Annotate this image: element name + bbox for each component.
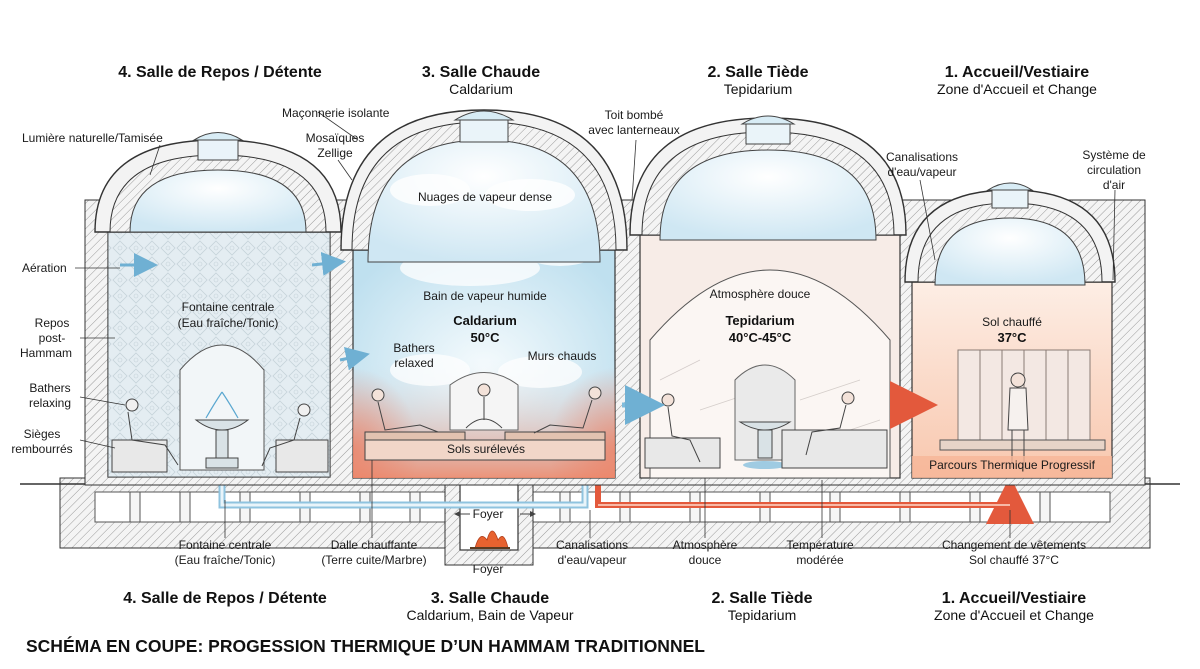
- top-header-room-3-subtitle: Caldarium: [449, 81, 513, 97]
- label-tepidarium-name: Tepidarium: [725, 313, 794, 328]
- label-systeme-1: Système de: [1082, 148, 1146, 162]
- label-mosaiques-2: Zellige: [317, 146, 353, 160]
- label-sol-chauffe: Sol chauffé: [982, 315, 1042, 329]
- label-dalle-2: (Terre cuite/Marbre): [321, 553, 426, 567]
- label-canalisations-bottom-1: Canalisations: [556, 538, 628, 552]
- label-canalisations-top-2: d'eau/vapeur: [887, 165, 956, 179]
- label-toit-2: avec lanterneaux: [588, 123, 679, 137]
- label-systeme-2: circulation: [1087, 163, 1141, 177]
- label-parcours: Parcours Thermique Progressif: [929, 458, 1096, 472]
- label-aeration: Aération: [22, 261, 67, 275]
- label-repos-3: Hammam: [20, 346, 72, 360]
- bottom-header-room-4-title: 4. Salle de Repos / Détente: [123, 590, 327, 607]
- bottom-header-room-1-subtitle: Zone d'Accueil et Change: [934, 607, 1094, 623]
- room-2-tepidarium: [622, 232, 900, 478]
- label-temperature-1: Température: [786, 538, 854, 552]
- label-bathers-relaxed-1: Bathers: [393, 341, 434, 355]
- label-dalle-1: Dalle chauffante: [331, 538, 418, 552]
- label-bathers-relaxing-1: Bathers: [29, 381, 70, 395]
- label-bathers-relaxing-2: relaxing: [29, 396, 71, 410]
- top-header-room-2-subtitle: Tepidarium: [724, 81, 792, 97]
- top-header-room-1-title: 1. Accueil/Vestiaire: [945, 64, 1089, 81]
- bottom-header-room-2-title: 2. Salle Tiède: [711, 590, 812, 607]
- label-toit-1: Toit bombé: [605, 108, 664, 122]
- room-1-accueil: [893, 282, 1112, 478]
- label-sieges-1: Sièges: [24, 427, 61, 441]
- label-bathers-relaxed-2: relaxed: [394, 356, 433, 370]
- label-foyer-inner: Foyer: [473, 507, 504, 521]
- label-foyer-bottom: Foyer: [473, 562, 504, 576]
- main-title: SCHÉMA EN COUPE: PROGESSION THERMIQUE D’…: [26, 635, 705, 656]
- label-fontaine-bottom-2: (Eau fraîche/Tonic): [175, 553, 276, 567]
- label-repos-2: post-: [39, 331, 66, 345]
- dome-4: [95, 133, 341, 233]
- top-header-room-3-title: 3. Salle Chaude: [422, 64, 540, 81]
- label-canalisations-top-1: Canalisations: [886, 150, 958, 164]
- label-maconnerie: Maçonnerie isolante: [282, 106, 390, 120]
- top-header-room-1-subtitle: Zone d'Accueil et Change: [937, 81, 1097, 97]
- dome-1: [905, 183, 1115, 285]
- label-changement-1: Changement de vêtements: [942, 538, 1086, 552]
- dome-3: [341, 110, 627, 262]
- label-atmosphere-inner: Atmosphère douce: [710, 287, 811, 301]
- label-atmosphere-bottom-2: douce: [689, 553, 722, 567]
- top-header-room-2-title: 2. Salle Tiède: [707, 64, 808, 81]
- label-mosaiques-1: Mosaïques: [306, 131, 365, 145]
- label-temperature-2: modérée: [796, 553, 844, 567]
- label-systeme-3: d'air: [1103, 178, 1125, 192]
- label-bain-vapeur: Bain de vapeur humide: [423, 289, 547, 303]
- label-changement-2: Sol chauffé 37°C: [969, 553, 1059, 567]
- bottom-header-room-2-subtitle: Tepidarium: [728, 607, 796, 623]
- label-fontaine-inner-2: (Eau fraîche/Tonic): [178, 316, 279, 330]
- label-sieges-2: rembourrés: [11, 442, 72, 456]
- label-atmosphere-bottom-1: Atmosphère: [673, 538, 738, 552]
- bottom-header-room-1-title: 1. Accueil/Vestiaire: [942, 590, 1086, 607]
- label-canalisations-bottom-2: d'eau/vapeur: [557, 553, 626, 567]
- label-caldarium-name: Caldarium: [453, 313, 517, 328]
- label-repos-1: Repos: [35, 316, 70, 330]
- room-4-rest: [108, 232, 340, 477]
- label-lumiere: Lumière naturelle/Tamisée: [22, 131, 163, 145]
- label-accueil-temp: 37°C: [997, 330, 1027, 345]
- label-fontaine-bottom-1: Fontaine centrale: [179, 538, 272, 552]
- label-fontaine-inner-1: Fontaine centrale: [182, 300, 275, 314]
- label-tepidarium-temp: 40°C-45°C: [729, 330, 792, 345]
- bottom-header-room-3-subtitle: Caldarium, Bain de Vapeur: [406, 607, 573, 623]
- label-nuages: Nuages de vapeur dense: [418, 190, 552, 204]
- top-header-room-4-title: 4. Salle de Repos / Détente: [118, 64, 322, 81]
- label-sols-sureleves: Sols surélevés: [447, 442, 525, 456]
- label-caldarium-temp: 50°C: [470, 330, 500, 345]
- label-murs-chauds: Murs chauds: [528, 349, 597, 363]
- bottom-header-room-3-title: 3. Salle Chaude: [431, 590, 549, 607]
